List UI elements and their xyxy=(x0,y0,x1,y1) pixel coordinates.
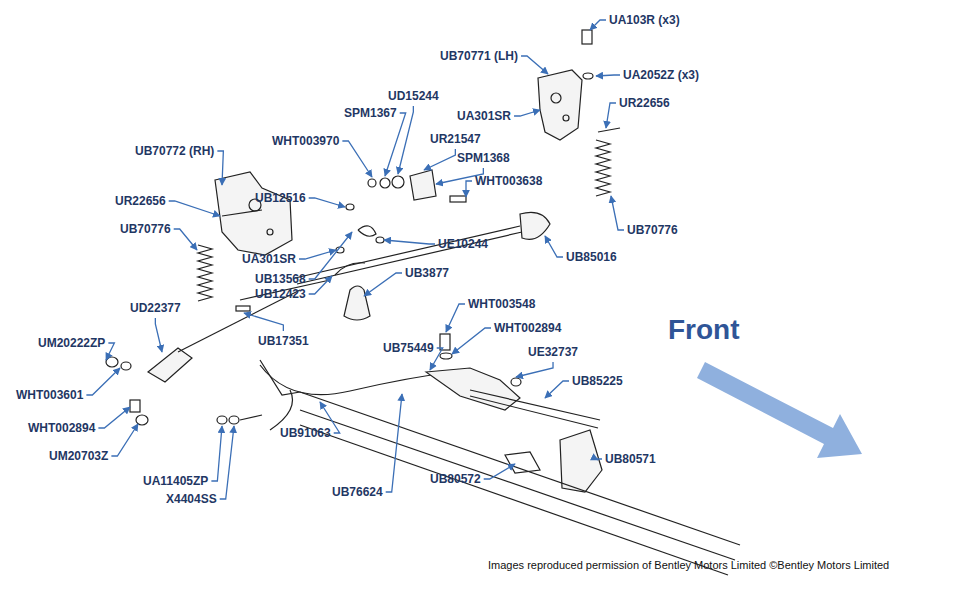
part-number: UA301SR xyxy=(457,109,511,123)
leader-line xyxy=(220,426,234,499)
leader-line xyxy=(590,20,606,30)
leader-line xyxy=(398,106,413,174)
leader-line xyxy=(611,196,624,230)
leader-line xyxy=(446,304,465,332)
leader-line xyxy=(299,250,336,259)
leader-line xyxy=(364,273,402,296)
leader-line xyxy=(606,103,616,128)
leader-line xyxy=(521,56,548,74)
part-number: UB70771 (LH) xyxy=(440,49,518,63)
leader-line xyxy=(386,394,402,492)
part-number: UB75449 xyxy=(383,341,434,355)
leader-line xyxy=(596,459,602,460)
part-number: UB13568 xyxy=(255,272,306,286)
leader-line xyxy=(106,343,114,360)
part-number: SPM1368 xyxy=(457,151,510,165)
part-number: UB70772 (RH) xyxy=(135,144,214,158)
part-number: UB70776 xyxy=(627,223,678,237)
copyright-note: Images reproduced permission of Bentley … xyxy=(488,559,889,572)
part-number: WHT002894 xyxy=(494,321,561,335)
part-number: UB91063 xyxy=(280,426,331,440)
part-number: UE10244 xyxy=(438,237,488,251)
leader-line xyxy=(514,110,540,116)
part-number: UB76624 xyxy=(332,485,383,499)
leader-line xyxy=(155,318,162,352)
leader-line xyxy=(516,362,553,377)
leader-line xyxy=(169,201,220,216)
leader-line xyxy=(111,424,138,456)
leader-line xyxy=(596,75,620,76)
leader-line xyxy=(98,407,130,428)
part-number: UB17351 xyxy=(258,334,309,348)
leader-line xyxy=(385,113,406,176)
leader-line xyxy=(545,236,563,257)
leader-line xyxy=(86,368,120,395)
part-number: UB85225 xyxy=(572,374,623,388)
part-number: UB3877 xyxy=(405,266,449,280)
part-number: UD15244 xyxy=(388,89,439,103)
part-number: UE32737 xyxy=(528,345,578,359)
part-number: UM20222ZP xyxy=(38,336,105,350)
leader-line xyxy=(484,464,515,479)
leader-line xyxy=(342,141,372,177)
leader-line xyxy=(384,240,435,244)
part-number: UB70776 xyxy=(120,222,171,236)
part-number: UR21547 xyxy=(430,132,481,146)
leader-line xyxy=(217,151,223,185)
leader-line xyxy=(174,229,197,250)
part-number: UR22656 xyxy=(115,194,166,208)
part-number: SPM1367 xyxy=(344,106,397,120)
leader-line xyxy=(309,276,332,294)
part-number: WHT003548 xyxy=(468,297,535,311)
part-number: UA103R (x3) xyxy=(609,13,680,27)
leader-line xyxy=(424,149,455,170)
direction-label: Front xyxy=(668,314,740,346)
leader-line xyxy=(309,232,352,279)
part-number: WHT003970 xyxy=(272,134,339,148)
part-number: UB80572 xyxy=(430,472,481,486)
part-number: WHT003601 xyxy=(16,388,83,402)
leader-line xyxy=(452,328,491,354)
part-number: UB85016 xyxy=(566,250,617,264)
part-number: UB12516 xyxy=(255,191,306,205)
part-number: UB12423 xyxy=(255,287,306,301)
part-number: WHT003638 xyxy=(475,174,542,188)
part-number: X4404SS xyxy=(166,492,217,506)
part-number: UM20703Z xyxy=(49,449,108,463)
part-number: UD22377 xyxy=(130,301,181,315)
leader-line xyxy=(466,181,472,197)
part-number: UA301SR xyxy=(242,252,296,266)
leader-line xyxy=(545,381,569,398)
leader-line xyxy=(211,426,222,481)
leader-line xyxy=(244,313,283,331)
part-number: UA11405ZP xyxy=(143,474,208,488)
part-number: WHT002894 xyxy=(28,421,95,435)
part-number: UR22656 xyxy=(619,96,670,110)
leader-line xyxy=(309,198,345,207)
part-number: UB80571 xyxy=(605,452,656,466)
part-number: UA2052Z (x3) xyxy=(623,68,699,82)
